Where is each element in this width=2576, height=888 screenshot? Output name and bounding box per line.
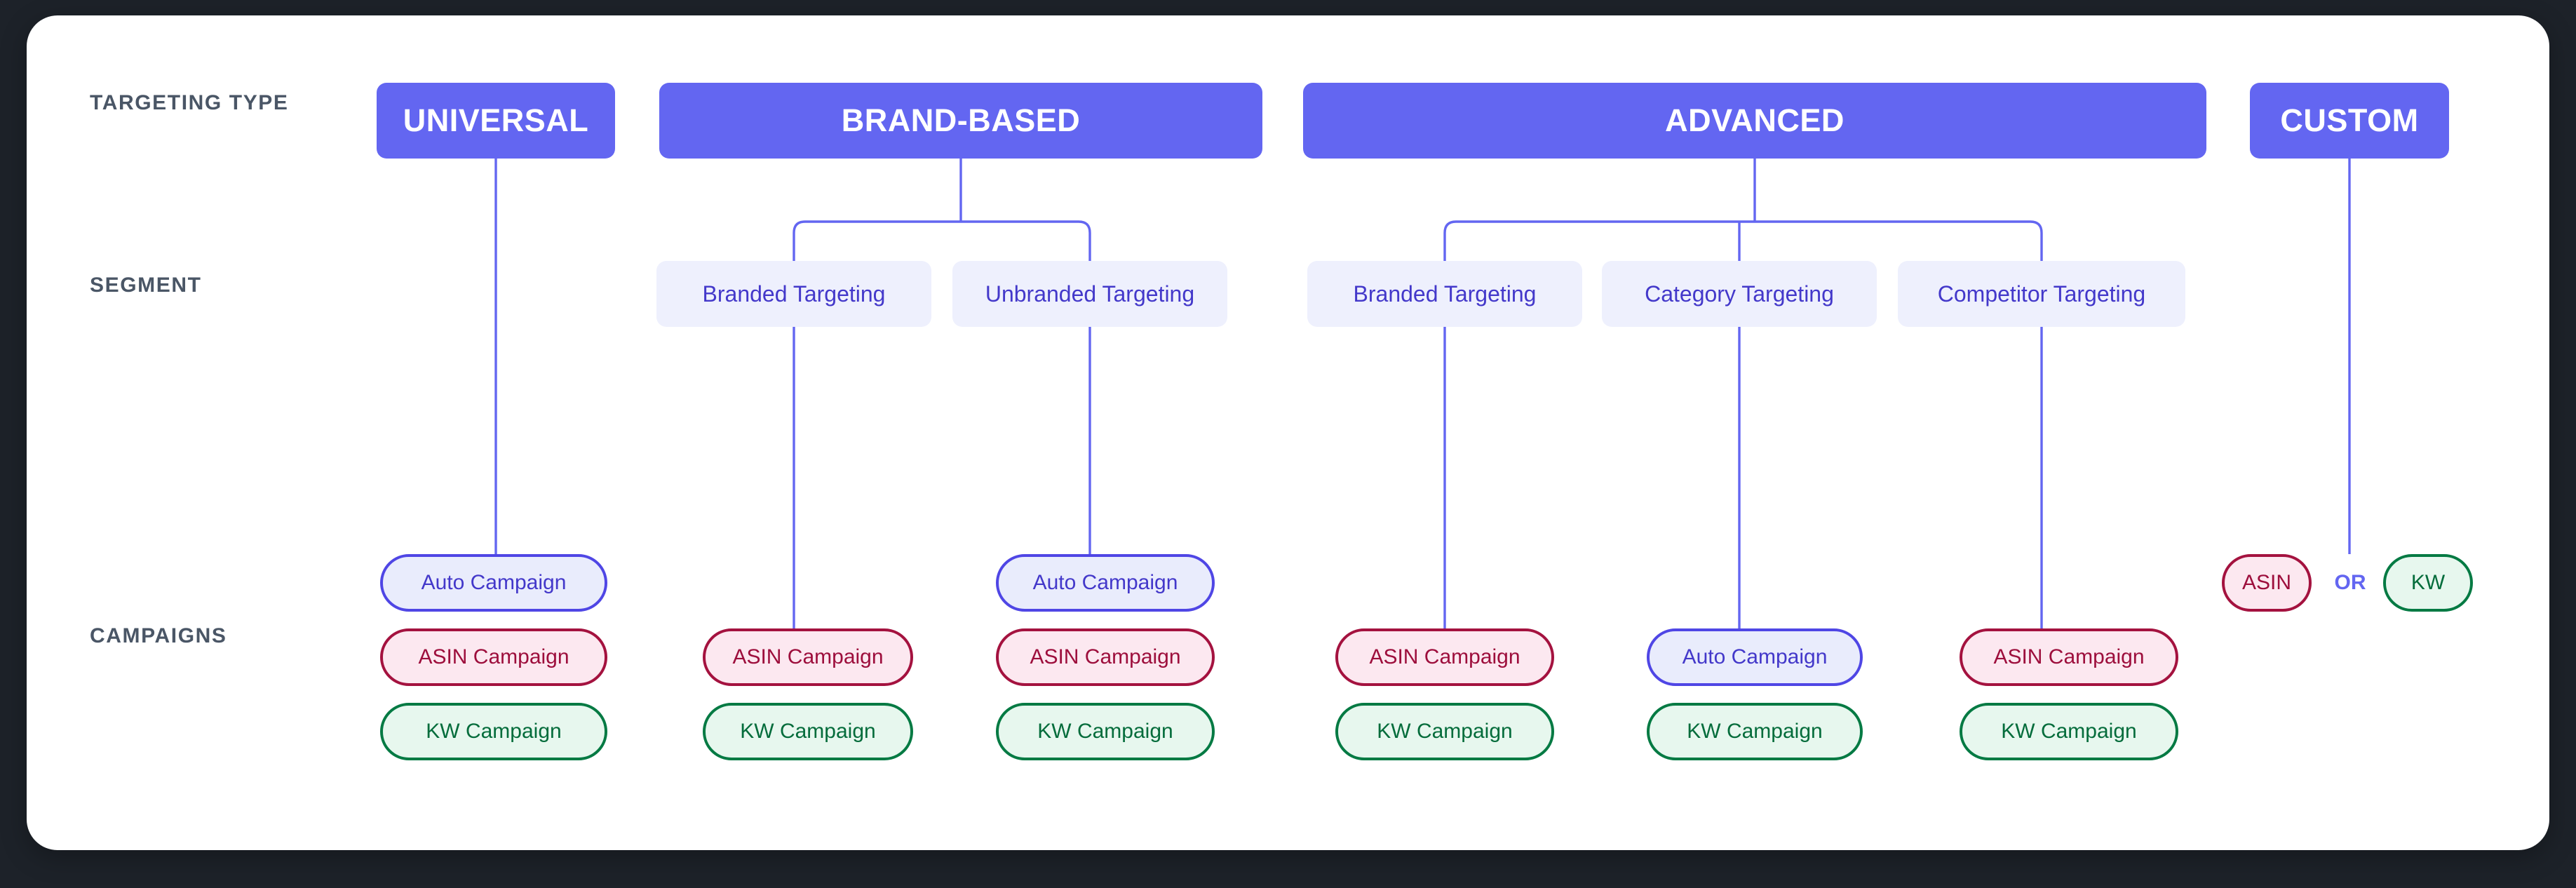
campaign-kw-custom[interactable]: KW (2383, 554, 2473, 612)
row-label-targeting-type: TARGETING TYPE (90, 91, 289, 114)
campaign-auto-col-adv-category[interactable]: Auto Campaign (1647, 628, 1863, 686)
wire-bar-advanced (1443, 220, 2043, 261)
wire-bar-brand-based (793, 220, 1091, 261)
campaign-asin-col-adv-competitor[interactable]: ASIN Campaign (1960, 628, 2178, 686)
diagram-stage: TARGETING TYPE SEGMENT CAMPAIGNS UNIVERSAL… (27, 15, 2549, 850)
campaign-auto-col-universal[interactable]: Auto Campaign (380, 554, 607, 612)
campaign-asin-custom[interactable]: ASIN (2222, 554, 2312, 612)
campaign-kw-col-adv-category[interactable]: KW Campaign (1647, 703, 1863, 760)
targeting-type-custom[interactable]: CUSTOM (2250, 83, 2449, 159)
segment-adv-branded[interactable]: Branded Targeting (1307, 261, 1582, 327)
segment-adv-category[interactable]: Category Targeting (1602, 261, 1877, 327)
campaign-asin-col-brand-unbranded[interactable]: ASIN Campaign (996, 628, 1215, 686)
campaign-kw-col-brand-unbranded[interactable]: KW Campaign (996, 703, 1215, 760)
campaign-auto-col-brand-unbranded[interactable]: Auto Campaign (996, 554, 1215, 612)
targeting-type-brand-based[interactable]: BRAND-BASED (659, 83, 1262, 159)
campaign-asin-col-adv-branded[interactable]: ASIN Campaign (1335, 628, 1554, 686)
targeting-type-universal[interactable]: UNIVERSAL (377, 83, 615, 159)
row-label-segment: SEGMENT (90, 274, 202, 297)
campaign-kw-col-adv-competitor[interactable]: KW Campaign (1960, 703, 2178, 760)
campaign-kw-col-brand-branded[interactable]: KW Campaign (703, 703, 913, 760)
segment-adv-competitor[interactable]: Competitor Targeting (1898, 261, 2185, 327)
campaign-kw-col-universal[interactable]: KW Campaign (380, 703, 607, 760)
or-separator-label: OR (2334, 571, 2366, 594)
campaign-kw-col-adv-branded[interactable]: KW Campaign (1335, 703, 1554, 760)
targeting-type-advanced[interactable]: ADVANCED (1303, 83, 2206, 159)
campaign-asin-col-brand-branded[interactable]: ASIN Campaign (703, 628, 913, 686)
campaign-asin-col-universal[interactable]: ASIN Campaign (380, 628, 607, 686)
segment-brand-branded[interactable]: Branded Targeting (656, 261, 931, 327)
segment-brand-unbranded[interactable]: Unbranded Targeting (952, 261, 1227, 327)
row-label-campaigns: CAMPAIGNS (90, 624, 227, 647)
diagram-card: TARGETING TYPE SEGMENT CAMPAIGNS UNIVERSAL… (27, 15, 2549, 850)
